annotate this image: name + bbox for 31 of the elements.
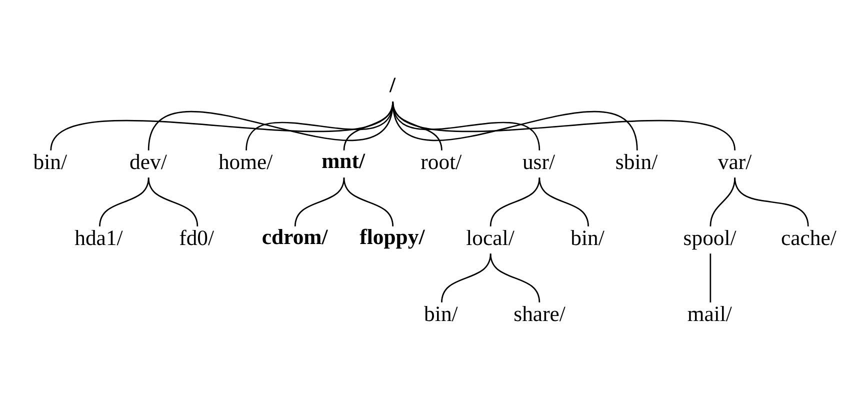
node-text: hda1/ [74, 226, 123, 250]
node-text: mail/ [687, 302, 732, 326]
connector [343, 176, 394, 226]
node-text: root/ [420, 150, 462, 174]
node-text: var/ [718, 150, 752, 174]
node-text: floppy/ [360, 224, 425, 248]
node-text: bin/ [570, 226, 604, 250]
connector [710, 253, 712, 302]
node-text: bin/ [33, 150, 67, 174]
node-text: share/ [514, 302, 566, 326]
connector [490, 176, 540, 226]
connector [392, 100, 638, 150]
node-text: home/ [218, 150, 273, 174]
node-text: spool/ [683, 226, 736, 250]
node-text: mnt/ [322, 148, 366, 172]
node-text: sbin/ [615, 150, 658, 174]
connector [294, 176, 345, 226]
node-text: fd0/ [179, 226, 214, 250]
node-text: usr/ [522, 150, 556, 174]
node-text: local/ [466, 226, 514, 250]
node-text: bin/ [424, 302, 458, 326]
node-text: dev/ [130, 150, 167, 174]
connector [710, 177, 736, 226]
node-text: cdrom/ [262, 224, 328, 248]
connector [392, 100, 736, 150]
connector [538, 176, 589, 226]
node-text: cache/ [781, 226, 836, 250]
connector [734, 176, 809, 226]
node-text: / [389, 72, 396, 96]
connector [148, 176, 198, 226]
connector [490, 252, 540, 302]
